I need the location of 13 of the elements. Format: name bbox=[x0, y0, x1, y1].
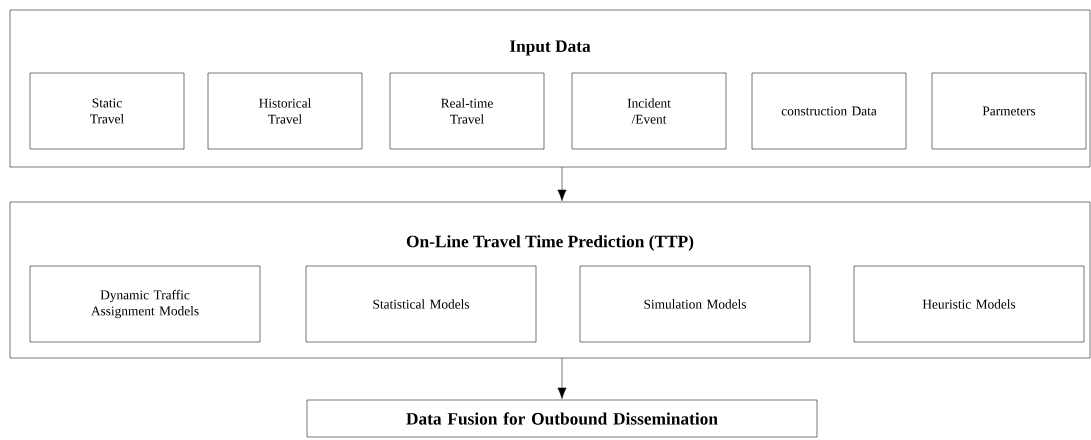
output-box: Data Fusion for Outbound Dissemination bbox=[306, 399, 818, 438]
process-box: Heuristic Models bbox=[853, 265, 1085, 343]
process-box: Static Travel bbox=[29, 72, 185, 150]
arrow bbox=[557, 167, 567, 201]
process-box: Dynamic Traffic Assignment Models bbox=[29, 265, 261, 343]
arrow bbox=[557, 358, 567, 399]
process-box: Historical Travel bbox=[207, 72, 363, 150]
process-box: Parmeters bbox=[931, 72, 1087, 150]
process-box: Simulation Models bbox=[579, 265, 811, 343]
process-box: construction Data bbox=[751, 72, 907, 150]
process-box: Real-time Travel bbox=[389, 72, 545, 150]
process-box: Incident /Event bbox=[571, 72, 727, 150]
process-box: Statistical Models bbox=[305, 265, 537, 343]
